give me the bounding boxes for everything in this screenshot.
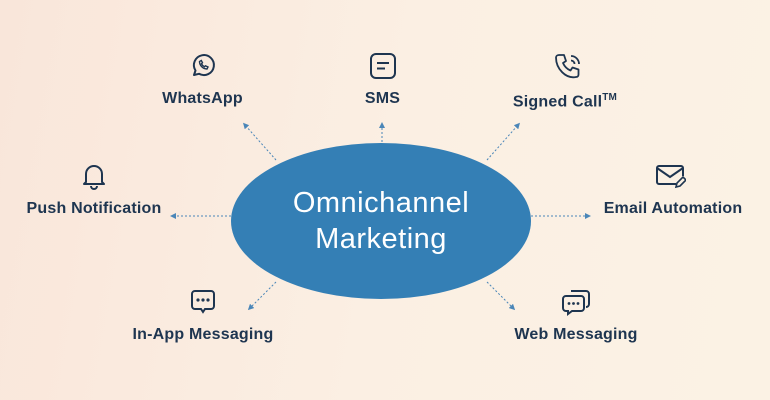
email-edit-icon <box>656 165 686 189</box>
channel-inapp: In-App Messaging <box>128 288 278 344</box>
hub-title-line1: Omnichannel <box>292 187 470 219</box>
whatsapp-icon <box>192 54 215 77</box>
bell-icon <box>83 165 105 190</box>
channel-email: Email Automation <box>598 162 748 218</box>
channel-web: Web Messaging <box>508 288 644 344</box>
channel-whatsapp: WhatsApp <box>150 52 255 108</box>
arrow-whatsapp <box>243 122 277 161</box>
hub-title-line2: Marketing <box>315 223 447 255</box>
trademark-mark: TM <box>602 92 618 103</box>
whatsapp-label: WhatsApp <box>162 90 243 107</box>
chat-bubble-icon <box>191 290 215 314</box>
chat-bubbles-icon <box>562 290 590 316</box>
channel-push: Push Notification <box>20 162 168 218</box>
arrow-signed-call <box>486 122 520 161</box>
inapp-label: In-App Messaging <box>132 326 274 343</box>
signed-call-label: Signed CallTM <box>505 92 625 111</box>
email-label: Email Automation <box>603 200 743 217</box>
push-label: Push Notification <box>26 200 162 217</box>
omnichannel-hub: Omnichannel Marketing <box>231 143 531 299</box>
web-label: Web Messaging <box>514 326 638 343</box>
phone-call-icon <box>555 54 580 79</box>
signed-call-text: Signed Call <box>512 93 603 111</box>
sms-icon <box>369 53 396 79</box>
channel-signed-call: Signed CallTM <box>505 52 625 111</box>
sms-label: SMS <box>364 90 401 107</box>
channel-sms: SMS <box>330 52 435 108</box>
